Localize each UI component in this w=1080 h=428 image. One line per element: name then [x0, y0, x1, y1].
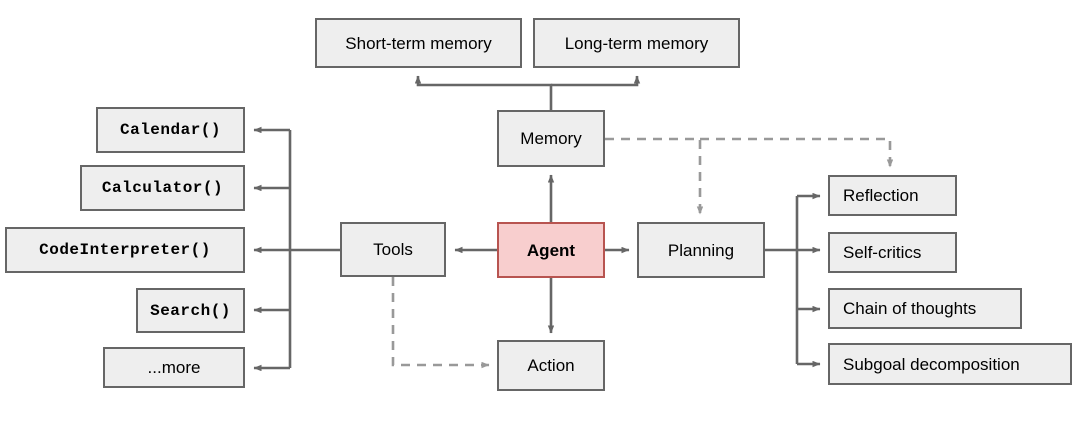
- node-calendar[interactable]: Calendar(): [96, 107, 245, 153]
- node-subgoal-decomposition-label: Subgoal decomposition: [843, 354, 1020, 374]
- node-planning-label: Planning: [667, 240, 735, 260]
- node-long-term-memory[interactable]: Long-term memory: [533, 18, 740, 68]
- edge-memory-to-planning-dashed: [605, 137, 704, 215]
- node-subgoal-decomposition[interactable]: Subgoal decomposition: [828, 343, 1072, 385]
- node-tools[interactable]: Tools: [340, 222, 446, 277]
- node-more-label: ...more: [147, 358, 201, 377]
- node-search-label: Search(): [150, 301, 231, 320]
- node-calendar-label: Calendar(): [119, 121, 221, 139]
- node-long-term-memory-label: Long-term memory: [564, 33, 709, 53]
- node-self-critics[interactable]: Self-critics: [828, 232, 957, 273]
- node-agent[interactable]: Agent: [497, 222, 605, 278]
- node-short-term-memory[interactable]: Short-term memory: [315, 18, 522, 68]
- node-self-critics-label: Self-critics: [843, 243, 922, 262]
- node-chain-of-thoughts-label: Chain of thoughts: [843, 299, 977, 318]
- edge-memory-to-reflection-dashed: [700, 137, 894, 168]
- node-chain-of-thoughts[interactable]: Chain of thoughts: [828, 288, 1022, 329]
- node-calculator[interactable]: Calculator(): [80, 165, 245, 211]
- node-calculator-label: Calculator(): [101, 179, 224, 197]
- node-more[interactable]: ...more: [103, 347, 245, 388]
- node-planning[interactable]: Planning: [637, 222, 765, 278]
- node-code-interpreter-label: CodeInterpreter(): [39, 241, 211, 259]
- node-memory[interactable]: Memory: [497, 110, 605, 167]
- node-tools-label: Tools: [373, 240, 413, 259]
- edge-memory-trunk: [414, 75, 553, 110]
- node-action-label: Action: [527, 356, 575, 375]
- node-action[interactable]: Action: [497, 340, 605, 391]
- node-reflection[interactable]: Reflection: [828, 175, 957, 216]
- node-reflection-label: Reflection: [843, 186, 919, 205]
- node-code-interpreter[interactable]: CodeInterpreter(): [5, 227, 245, 273]
- node-agent-label: Agent: [526, 240, 576, 260]
- node-memory-label: Memory: [520, 129, 582, 148]
- node-short-term-memory-label: Short-term memory: [345, 33, 492, 53]
- edge-memory-to-long-term: [551, 75, 641, 87]
- edge-tools-to-action-dashed: [391, 277, 490, 369]
- node-search[interactable]: Search(): [136, 288, 245, 333]
